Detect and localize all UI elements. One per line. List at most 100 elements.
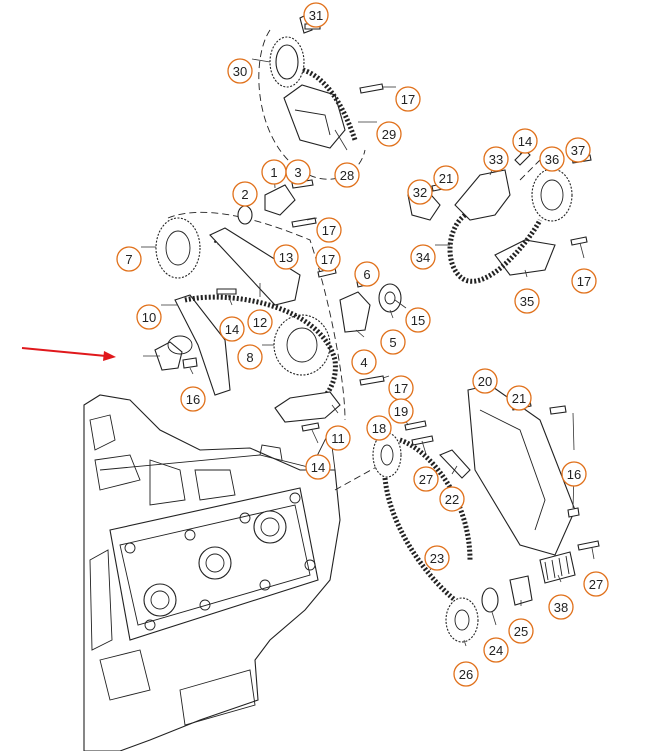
callout: 3	[285, 159, 311, 185]
callout-label: 3	[294, 165, 301, 180]
engine-cylinder-head	[83, 394, 341, 751]
callout: 25	[508, 618, 534, 644]
callout-circle	[366, 415, 392, 441]
callout: 21	[433, 165, 459, 191]
middle-camshaft-group	[155, 184, 301, 306]
callout-label: 32	[413, 185, 427, 200]
callout-label: 28	[340, 168, 354, 183]
callout-label: 10	[142, 310, 156, 325]
callout-circle	[305, 454, 331, 480]
callout-circle	[354, 261, 380, 287]
callout: 20	[472, 368, 498, 394]
callout: 26	[453, 661, 479, 687]
callout-label: 7	[125, 252, 132, 267]
callout-circle	[405, 307, 431, 333]
callout: 32	[407, 179, 433, 205]
callout-circle	[388, 398, 414, 424]
callout-circle	[483, 146, 509, 172]
callout-label: 14	[311, 460, 325, 475]
callout: 14	[305, 454, 331, 480]
callout-circle	[407, 179, 433, 205]
callout-circle	[539, 146, 565, 172]
callout-circle	[380, 329, 406, 355]
callout-label: 17	[577, 274, 591, 289]
callout-label: 35	[520, 294, 534, 309]
callout-circle	[472, 368, 498, 394]
callout: 12	[247, 309, 273, 335]
callout-label: 23	[430, 551, 444, 566]
callout-circle	[561, 461, 587, 487]
callout-circle	[334, 162, 360, 188]
callout: 11	[325, 425, 351, 451]
callout-circle	[395, 86, 421, 112]
callout-circle	[410, 244, 436, 270]
callout-label: 24	[489, 643, 503, 658]
callout-label: 12	[253, 315, 267, 330]
callout: 6	[354, 261, 380, 287]
callout: 14	[219, 316, 245, 342]
callout: 28	[334, 162, 360, 188]
callout: 17	[388, 375, 414, 401]
callout: 19	[388, 398, 414, 424]
callout: 27	[583, 571, 609, 597]
callout-label: 13	[279, 250, 293, 265]
callout-circle	[583, 571, 609, 597]
callout-label: 20	[478, 374, 492, 389]
callout-circle	[227, 58, 253, 84]
callout: 7	[116, 246, 142, 272]
highlight-arrow	[21, 347, 116, 361]
callout-label: 33	[489, 152, 503, 167]
upper-camshaft-group	[269, 13, 358, 149]
callout-circle	[116, 246, 142, 272]
callout-label: 34	[416, 250, 430, 265]
callout-label: 14	[225, 322, 239, 337]
callout-label: 36	[545, 152, 559, 167]
callout-label: 26	[459, 667, 473, 682]
callout: 17	[315, 246, 341, 272]
callout: 2	[232, 181, 258, 207]
callout-circle	[548, 594, 574, 620]
callout-label: 27	[419, 472, 433, 487]
callout-circle	[571, 268, 597, 294]
callout-label: 19	[394, 404, 408, 419]
callout: 34	[410, 244, 436, 270]
callout-circle	[424, 545, 450, 571]
callout-circle	[219, 316, 245, 342]
callout: 22	[439, 486, 465, 512]
callout-label: 27	[589, 577, 603, 592]
callout-label: 22	[445, 492, 459, 507]
callout-label: 16	[186, 392, 200, 407]
callout: 17	[571, 268, 597, 294]
callout-label: 31	[309, 8, 323, 23]
callout: 35	[514, 288, 540, 314]
intermediate-gear-group	[339, 283, 402, 333]
callout-label: 21	[512, 391, 526, 406]
callout-label: 30	[233, 64, 247, 79]
callout-circle	[413, 466, 439, 492]
callout-circle	[439, 486, 465, 512]
callout: 16	[561, 461, 587, 487]
callout: 16	[180, 386, 206, 412]
callout-label: 15	[411, 313, 425, 328]
callout-circle	[303, 2, 329, 28]
guide-rail-11	[274, 391, 341, 423]
callout-circle	[512, 128, 538, 154]
callout-label: 17	[321, 252, 335, 267]
callout-circle	[237, 344, 263, 370]
callout-circle	[506, 385, 532, 411]
callout-label: 17	[401, 92, 415, 107]
callout-label: 6	[363, 267, 370, 282]
callout-circle	[247, 309, 273, 335]
callout-circle	[285, 159, 311, 185]
callout-label: 18	[372, 421, 386, 436]
callout: 13	[273, 244, 299, 270]
callout-label: 16	[567, 467, 581, 482]
callout: 14	[512, 128, 538, 154]
callout: 10	[136, 304, 162, 330]
callout: 17	[395, 86, 421, 112]
callout: 38	[548, 594, 574, 620]
callout-circle	[273, 244, 299, 270]
callout-label: 2	[241, 187, 248, 202]
